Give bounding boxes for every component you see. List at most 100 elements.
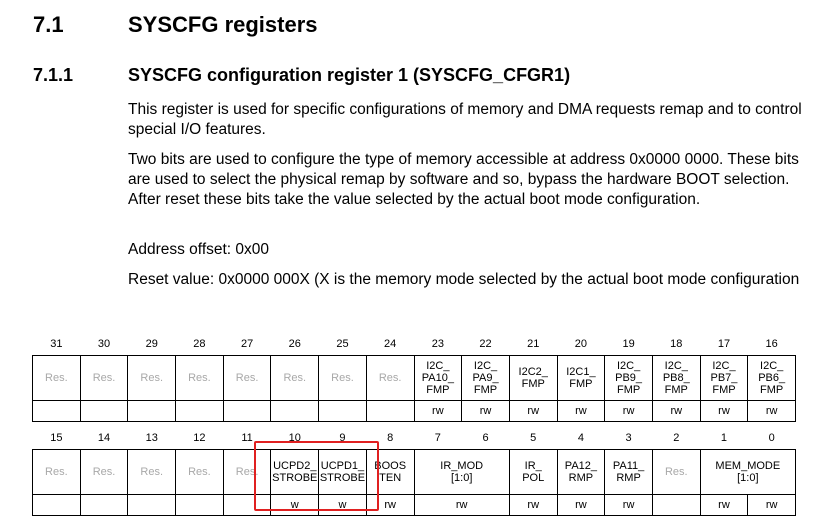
bit-number: 1 — [720, 432, 728, 444]
register-field: I2C_PB6_FMP — [747, 355, 796, 401]
register-field: I2C_PB8_FMP — [651, 355, 701, 401]
bit-number: 3 — [625, 432, 632, 444]
bit-number: 7 — [434, 432, 441, 444]
bit-number: 16 — [765, 338, 778, 350]
reserved-field: Res. — [79, 449, 129, 495]
field-name-row: Res.Res.Res.Res.Res.Res.Res.Res.I2C_PA10… — [32, 355, 796, 401]
register-field: I2C_PA9_FMP — [461, 355, 510, 401]
register-field: MEM_MODE[1:0] — [699, 449, 797, 495]
bit-number: 0 — [768, 432, 775, 444]
reserved-field: Res. — [127, 355, 177, 401]
access-type: rw — [604, 400, 653, 422]
bit-number: 18 — [670, 338, 683, 350]
access-type — [175, 494, 224, 516]
access-type: rw — [508, 494, 558, 516]
access-type — [651, 494, 701, 516]
bit-number: 9 — [339, 432, 346, 444]
access-type: rw — [556, 494, 606, 516]
section-heading: 7.1 SYSCFG registers — [33, 12, 318, 38]
access-type — [270, 400, 320, 422]
access-type: rw — [413, 494, 510, 516]
section-number: 7.1 — [33, 12, 64, 37]
access-type: rw — [604, 494, 653, 516]
bit-number: 12 — [193, 432, 206, 444]
bit-number: 25 — [336, 338, 349, 350]
bit-number: 10 — [288, 432, 301, 444]
bit-number: 15 — [50, 432, 63, 444]
bit-number: 2 — [673, 432, 680, 444]
reset-value: Reset value: 0x0000 000X (X is the memor… — [128, 271, 800, 288]
access-type — [32, 494, 81, 516]
bit-number: 5 — [530, 432, 537, 444]
access-type: w — [318, 494, 367, 516]
bit-number: 30 — [97, 338, 111, 350]
reserved-field: Res. — [175, 355, 224, 401]
register-field: I2C_PB7_FMP — [699, 355, 749, 401]
subsection-number: 7.1.1 — [33, 65, 74, 85]
register-field: IR_MOD[1:0] — [413, 449, 510, 495]
access-type — [127, 494, 177, 516]
reserved-field: Res. — [270, 355, 320, 401]
reserved-field: Res. — [79, 355, 129, 401]
register-field: I2C1_FMP — [556, 355, 606, 401]
access-type: rw — [747, 400, 796, 422]
bit-number: 22 — [479, 338, 492, 350]
bit-number: 29 — [145, 338, 158, 350]
bit-number: 13 — [145, 432, 158, 444]
access-type — [127, 400, 177, 422]
bit-number: 31 — [50, 338, 63, 350]
access-type — [32, 400, 81, 422]
access-type: rw — [413, 400, 463, 422]
access-type: rw — [747, 494, 796, 516]
reserved-field: Res. — [365, 355, 415, 401]
section-title: SYSCFG registers — [128, 12, 318, 37]
register-field: I2C_PA10_FMP — [413, 355, 463, 401]
access-type: rw — [699, 494, 749, 516]
bit-number: 17 — [717, 338, 731, 350]
access-type — [222, 494, 272, 516]
bit-number: 27 — [240, 338, 254, 350]
register-field: IR_POL — [508, 449, 558, 495]
access-type: rw — [365, 494, 415, 516]
access-type — [318, 400, 367, 422]
bit-number: 11 — [241, 432, 253, 444]
boot-remap-paragraph: Two bits are used to configure the type … — [128, 151, 799, 208]
subsection-heading: 7.1.1 SYSCFG configuration register 1 (S… — [33, 65, 570, 86]
reserved-field: Res. — [318, 355, 367, 401]
register-field: I2C_PB9_FMP — [604, 355, 653, 401]
access-type — [79, 494, 129, 516]
reserved-field: Res. — [32, 355, 81, 401]
register-field: UCPD2_STROBE — [270, 449, 320, 495]
reserved-field: Res. — [222, 355, 272, 401]
register-field: I2C2_FMP — [508, 355, 558, 401]
bit-number: 26 — [288, 338, 301, 350]
bit-number: 23 — [431, 338, 444, 350]
access-type: rw — [556, 400, 606, 422]
access-type: rw — [508, 400, 558, 422]
access-type — [365, 400, 415, 422]
register-field: PA11_RMP — [604, 449, 653, 495]
bit-number: 6 — [482, 432, 489, 444]
bit-number: 19 — [622, 338, 635, 350]
register-field: UCPD1_STROBE — [318, 449, 367, 495]
bit-number: 21 — [527, 338, 540, 350]
reserved-field: Res. — [127, 449, 177, 495]
access-type: rw — [699, 400, 749, 422]
access-type: w — [270, 494, 320, 516]
reserved-field: Res. — [175, 449, 224, 495]
subsection-title: SYSCFG configuration register 1 (SYSCFG_… — [128, 65, 571, 85]
reserved-field: Res. — [222, 449, 272, 495]
address-offset: Address offset: 0x00 — [128, 241, 270, 258]
access-type: rw — [651, 400, 701, 422]
bit-number: 24 — [384, 338, 397, 350]
bit-number: 8 — [387, 432, 394, 444]
description-paragraph: This register is used for specific confi… — [128, 101, 802, 138]
access-type: rw — [461, 400, 510, 422]
bit-number: 28 — [193, 338, 206, 350]
